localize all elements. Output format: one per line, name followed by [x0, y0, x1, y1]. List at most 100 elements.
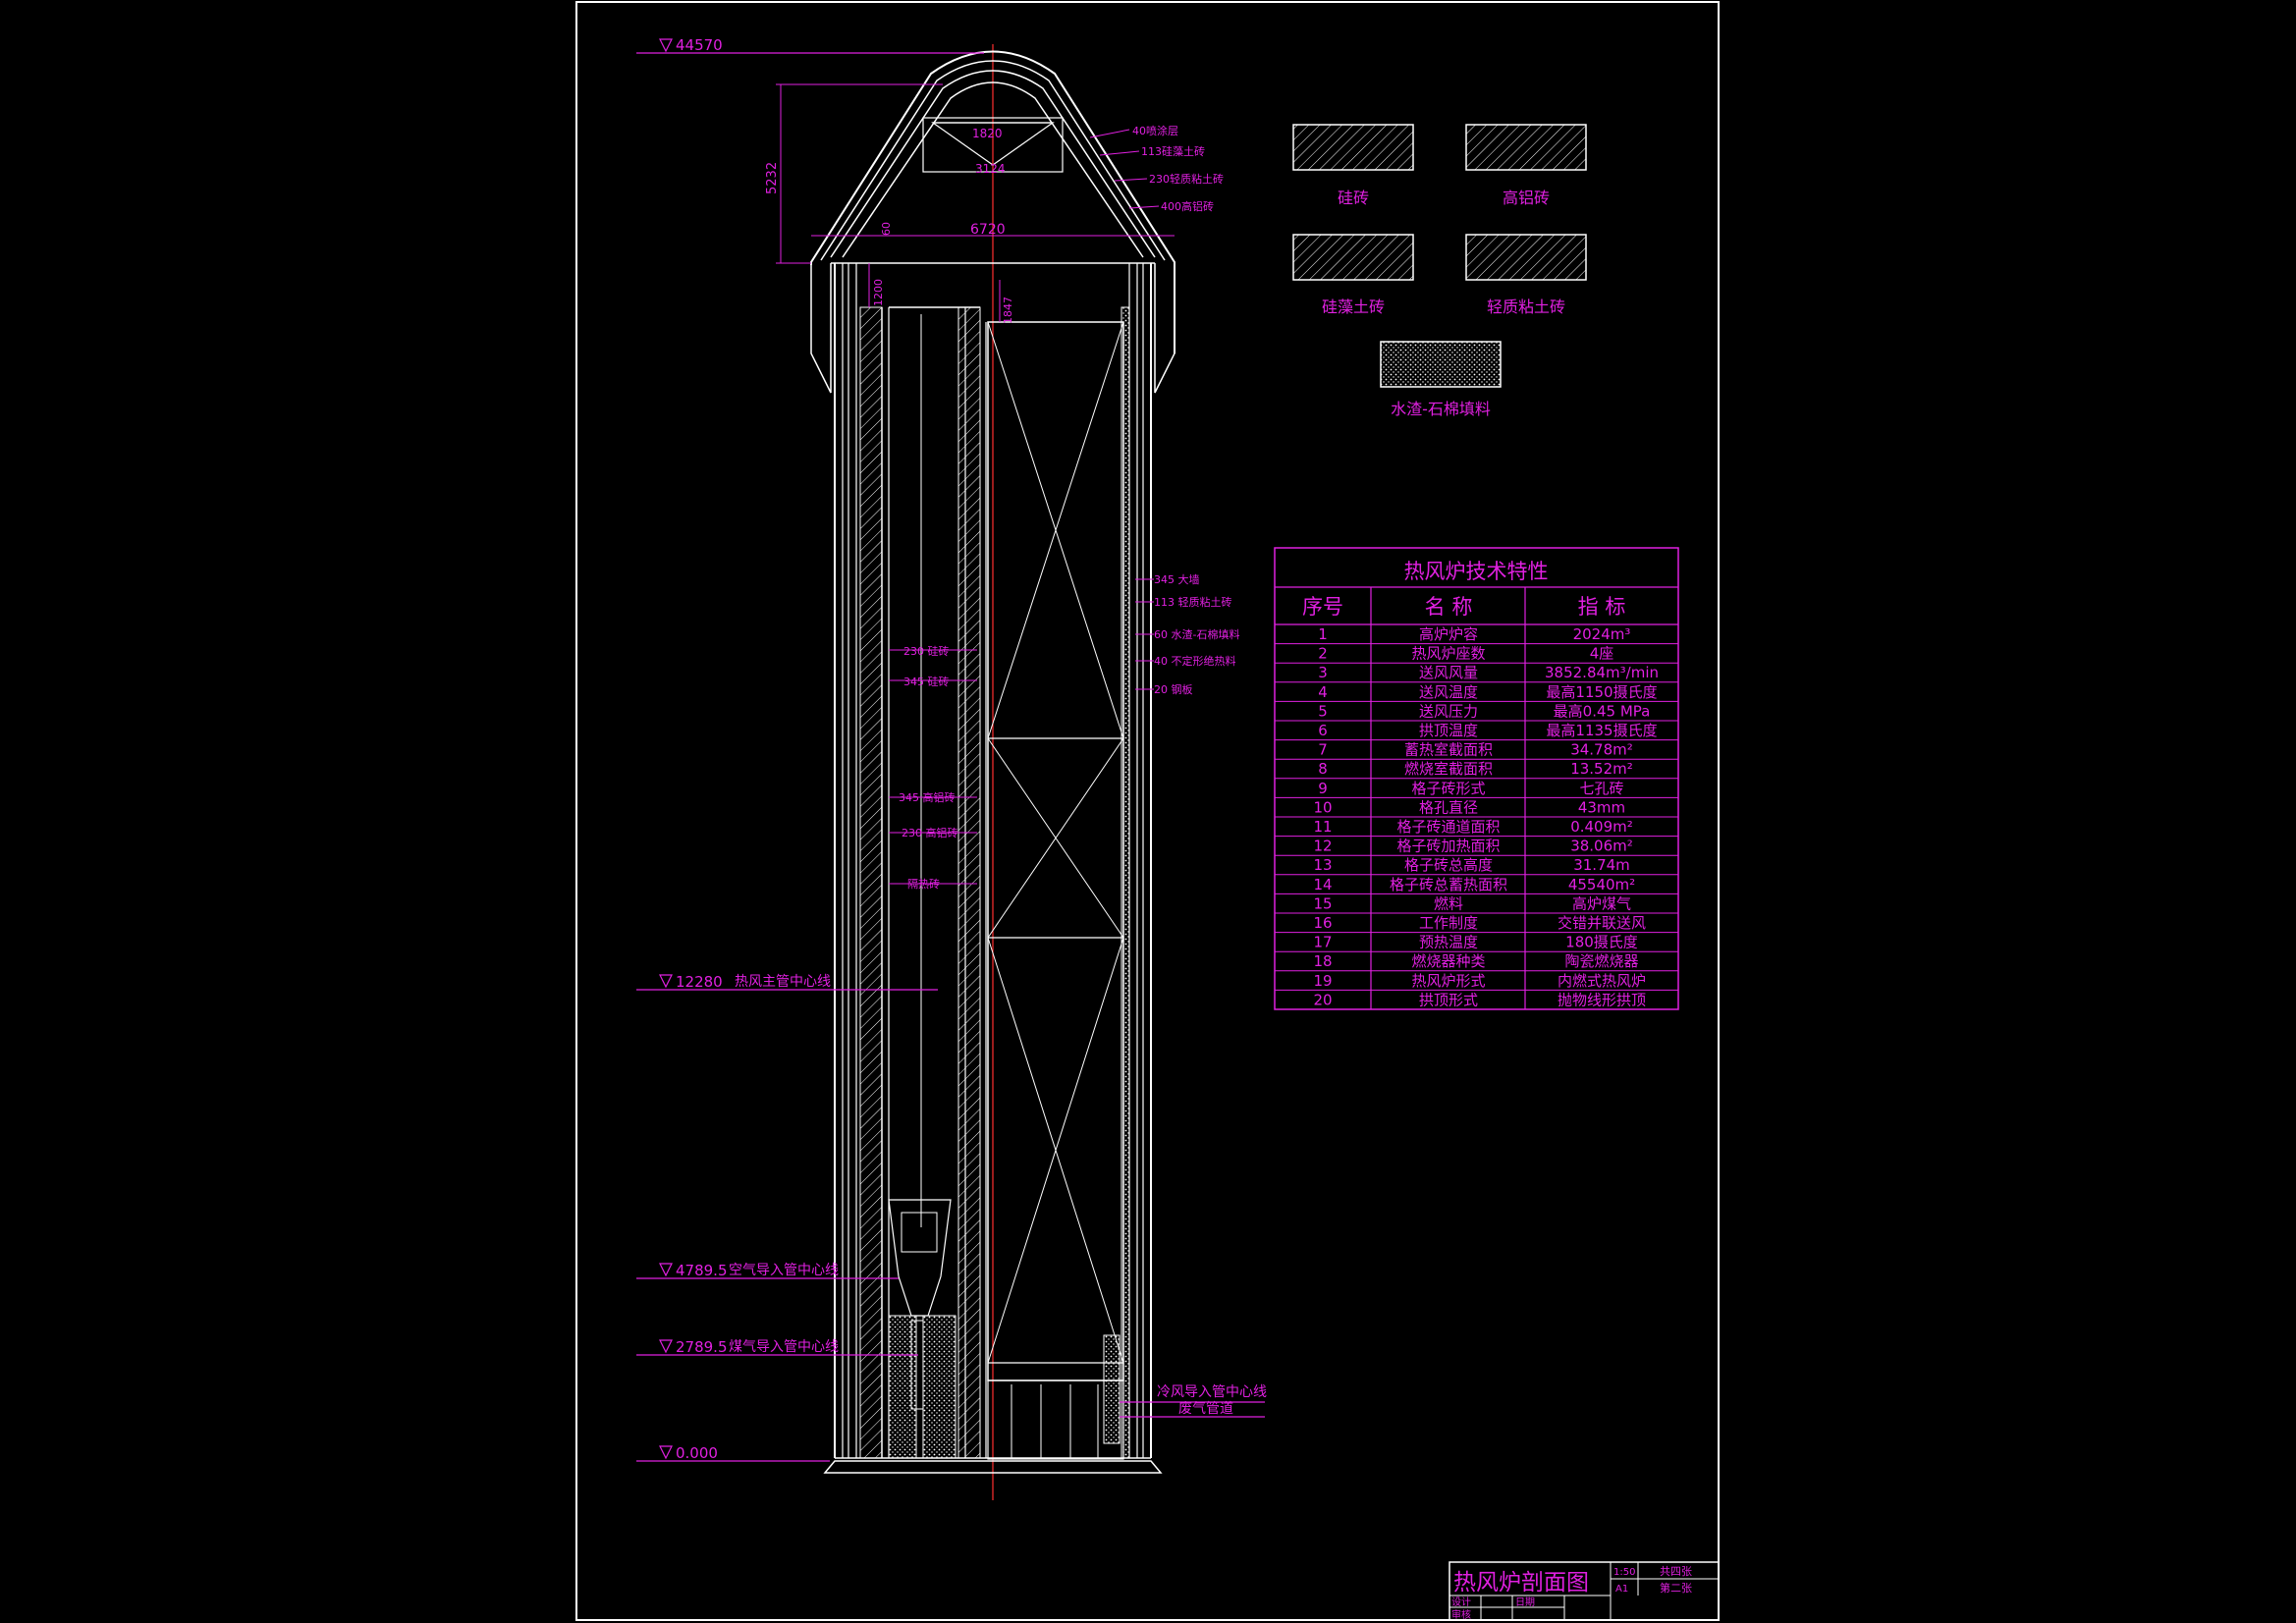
- spec-table-cell: 送风风量: [1419, 664, 1478, 681]
- wall-layer-label: 113 轻质粘土砖: [1154, 595, 1232, 609]
- wall-layer-callouts: 345 大墙 113 轻质粘土砖 60 水渣-石棉填料 40 不定形绝热料 20…: [1135, 572, 1239, 696]
- spec-table-cell: 38.06m²: [1570, 838, 1633, 855]
- elevation-2789: 2789.5 煤气导入管中心线: [636, 1338, 918, 1356]
- spec-table-cell: 抛物线形拱顶: [1558, 991, 1646, 1008]
- spec-table-cell: 热风炉形式: [1411, 972, 1485, 990]
- spec-table-cell: 最高1150摄氏度: [1546, 683, 1657, 701]
- legend-label: 硅砖: [1338, 189, 1369, 207]
- spec-table-cell: 工作制度: [1419, 914, 1478, 932]
- dome-layer-label: 113硅藻土砖: [1141, 144, 1205, 158]
- wall-layer-label: 20 钢板: [1154, 682, 1193, 696]
- drawing-title: 热风炉剖面图: [1453, 1570, 1589, 1596]
- combustion-layer-label: 230 硅砖: [903, 644, 950, 658]
- spec-table-cell: 180摄氏度: [1565, 934, 1638, 951]
- elevation-12280: 12280 热风主管中心线: [636, 973, 938, 991]
- sheet-border: [575, 1, 1720, 1621]
- dome-layer-callouts: 40喷涂层 113硅藻土砖 230轻质粘土砖 400高铝砖: [1089, 124, 1224, 213]
- spec-table-cell: 45540m²: [1568, 876, 1635, 893]
- elevation-label: 煤气导入管中心线: [729, 1339, 839, 1355]
- spec-table-cell: 31.74m: [1573, 856, 1630, 874]
- legend-label: 水渣-石棉填料: [1391, 400, 1491, 418]
- spec-table-cell: 34.78m²: [1570, 741, 1633, 759]
- spec-table-cell: 19: [1313, 972, 1332, 990]
- spec-table-cell: 14: [1313, 876, 1332, 893]
- spec-table-cell: 预热温度: [1419, 934, 1478, 951]
- combustion-layer-label: 345 高铝砖: [899, 790, 956, 804]
- spec-table-cell: 陶瓷燃烧器: [1564, 952, 1638, 970]
- dim-shell-inner: 6720: [970, 222, 1006, 238]
- spec-table-cell: 13.52m²: [1570, 760, 1633, 778]
- spec-table-cell: 热风炉座数: [1411, 645, 1485, 663]
- elevation-0: 0.000: [636, 1444, 830, 1462]
- elevation-44570: 44570: [636, 36, 984, 54]
- spec-table-cell: 10: [1313, 798, 1332, 816]
- checker-label: 审核: [1451, 1608, 1471, 1621]
- combustion-layer-label: 230 高铝砖: [902, 826, 958, 839]
- legend-item: 硅藻土砖: [1292, 234, 1414, 316]
- spec-table-cell: 6: [1318, 722, 1328, 739]
- dim-dome-bottom-width: 3124: [975, 162, 1006, 176]
- dome-layer-label: 40喷涂层: [1132, 124, 1178, 137]
- designer-label: 设计: [1451, 1596, 1471, 1608]
- material-legend: 硅砖 高铝砖 硅藻土砖 轻质粘土砖 水渣-石棉填料: [1292, 124, 1587, 418]
- elevation-value: 4789.5: [676, 1262, 728, 1279]
- drawing-size: A1: [1615, 1584, 1628, 1595]
- elevation-label: 热风主管中心线: [735, 974, 831, 990]
- elevation-label: 空气导入管中心线: [729, 1263, 839, 1278]
- spec-table-cell: 燃料: [1434, 894, 1463, 912]
- spec-table-cell: 18: [1313, 952, 1332, 970]
- spec-table-cell: 高炉煤气: [1572, 894, 1631, 912]
- flue-gas-label: 废气管道: [1178, 1401, 1233, 1417]
- elevation-value: 2789.5: [676, 1338, 728, 1356]
- spec-table-cell: 拱顶温度: [1419, 722, 1478, 739]
- spec-table-cell: 格子砖通道面积: [1396, 818, 1500, 836]
- dim-offset-b: 1200: [872, 279, 885, 306]
- spec-table-cell: 格子砖总高度: [1404, 856, 1493, 874]
- elevation-value: 12280: [676, 973, 723, 991]
- spec-table-cell: 7: [1318, 741, 1328, 759]
- elevation-value: 44570: [676, 36, 723, 54]
- spec-table-cell: 3852.84m³/min: [1545, 664, 1659, 681]
- drafter-label: 日期: [1515, 1596, 1535, 1608]
- spec-table-cell: 20: [1313, 991, 1332, 1008]
- spec-table-cell: 格子砖形式: [1411, 780, 1485, 797]
- legend-item: 硅砖: [1292, 124, 1414, 207]
- elevation-4789: 4789.5 空气导入管中心线: [636, 1262, 899, 1279]
- legend-item: 水渣-石棉填料: [1380, 341, 1502, 418]
- legend-label: 硅藻土砖: [1322, 298, 1385, 316]
- dome-layer-label: 230轻质粘土砖: [1149, 172, 1224, 186]
- stove-section: [810, 44, 1175, 1500]
- elevation-value: 0.000: [676, 1444, 718, 1462]
- spec-table-cell: 15: [1313, 894, 1332, 912]
- sheet-number: 第二张: [1660, 1581, 1692, 1595]
- spec-table-cell: 8: [1318, 760, 1328, 778]
- wall-layer-label: 60 水渣-石棉填料: [1154, 627, 1239, 641]
- spec-table-cell: 1: [1318, 625, 1328, 643]
- spec-table-cell: 11: [1313, 818, 1332, 836]
- spec-table-cell: 2024m³: [1573, 625, 1631, 643]
- combustion-layer-callouts: 230 硅砖 345 硅砖 345 高铝砖 230 高铝砖 隔热砖: [889, 644, 977, 891]
- spec-table-cell: 3: [1318, 664, 1328, 681]
- spec-table-cell: 9: [1318, 780, 1328, 797]
- spec-table-header: 名 称: [1425, 595, 1473, 619]
- legend-item: 轻质粘土砖: [1465, 234, 1587, 316]
- legend-label: 轻质粘土砖: [1487, 298, 1565, 316]
- spec-table-cell: 13: [1313, 856, 1332, 874]
- dim-offset-c: 1847: [1002, 297, 1014, 324]
- wall-layer-label: 345 大墙: [1154, 572, 1200, 586]
- spec-table-cell: 5: [1318, 702, 1328, 720]
- spec-table-cell: 内燃式热风炉: [1558, 972, 1646, 990]
- spec-table-cell: 七孔砖: [1579, 780, 1623, 797]
- spec-table-cell: 17: [1313, 934, 1332, 951]
- spec-table-cell: 4座: [1590, 645, 1614, 663]
- spec-table-cell: 格孔直径: [1419, 798, 1478, 816]
- spec-table-cell: 交错并联送风: [1558, 914, 1646, 932]
- spec-table-cell: 43mm: [1578, 798, 1625, 816]
- legend-item: 高铝砖: [1465, 124, 1587, 207]
- dimension-lines: 5232 1820 3124 6720 60 1200 1847: [765, 83, 1175, 324]
- spec-table-cell: 蓄热室截面积: [1404, 741, 1493, 759]
- elevation-markers: 44570 12280 热风主管中心线 4789.5 空气导入管中心线 2789…: [636, 36, 984, 1462]
